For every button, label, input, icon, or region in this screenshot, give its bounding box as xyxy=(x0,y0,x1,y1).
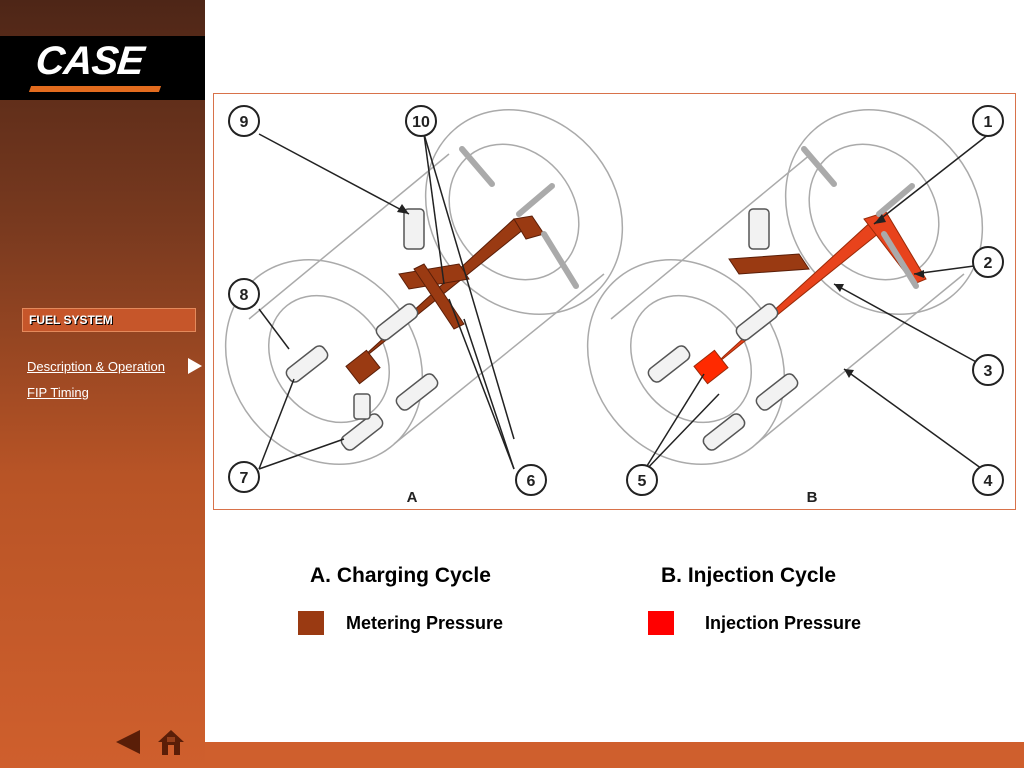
panel-label-a: A xyxy=(407,489,418,506)
sidebar: CASE FUEL SYSTEM Description & Operation… xyxy=(0,0,205,768)
callout-4: 4 xyxy=(984,473,993,490)
logo-bar: CASE xyxy=(0,36,205,100)
legend-label-metering: Metering Pressure xyxy=(346,613,504,633)
arrow-right-icon xyxy=(188,358,202,374)
injection-passage-b xyxy=(693,211,927,385)
bottom-bar xyxy=(205,742,1024,768)
home-icon[interactable] xyxy=(157,728,185,756)
panel-label-b: B xyxy=(807,489,818,506)
callout-2: 2 xyxy=(984,255,993,272)
caption-charging-cycle: A. Charging Cycle xyxy=(310,564,491,587)
callout-3: 3 xyxy=(984,363,993,380)
callout-6: 6 xyxy=(527,473,536,490)
callout-leaders xyxy=(258,133,990,475)
callout-8: 8 xyxy=(240,287,249,304)
case-logo: CASE xyxy=(33,39,146,83)
caption-injection-cycle: B. Injection Cycle xyxy=(661,564,837,587)
logo-stripe xyxy=(28,86,162,92)
fip-diagram: 9 10 8 7 6 5 4 3 2 1 A B xyxy=(213,93,1016,510)
pistons-a xyxy=(285,208,439,451)
legend-swatch-metering xyxy=(298,611,324,635)
metering-passage-a xyxy=(345,215,545,385)
section-label: FUEL SYSTEM xyxy=(22,308,196,332)
nav-link-description-operation[interactable]: Description & Operation xyxy=(27,359,166,374)
legend-label-injection: Injection Pressure xyxy=(705,613,862,633)
callout-arrowheads xyxy=(397,204,924,378)
callout-1: 1 xyxy=(984,114,993,131)
callout-10: 10 xyxy=(412,114,430,131)
fip-diagram-svg: 9 10 8 7 6 5 4 3 2 1 A B xyxy=(224,105,1004,506)
callout-7: 7 xyxy=(240,470,249,487)
panel-labels: A B xyxy=(407,489,818,506)
callout-9: 9 xyxy=(240,114,249,131)
callout-numbers: 9 10 8 7 6 5 4 3 2 1 xyxy=(240,114,993,490)
nav-link-fip-timing[interactable]: FIP Timing xyxy=(27,385,89,400)
callout-circles xyxy=(228,105,1004,496)
metering-passage-b xyxy=(728,253,810,275)
housing-slots-a xyxy=(459,146,579,289)
back-arrow-icon[interactable] xyxy=(116,730,140,754)
callout-5: 5 xyxy=(638,473,647,490)
pistons-b xyxy=(647,208,799,451)
legend-swatch-injection xyxy=(648,611,674,635)
housing-slots-b xyxy=(801,146,919,289)
